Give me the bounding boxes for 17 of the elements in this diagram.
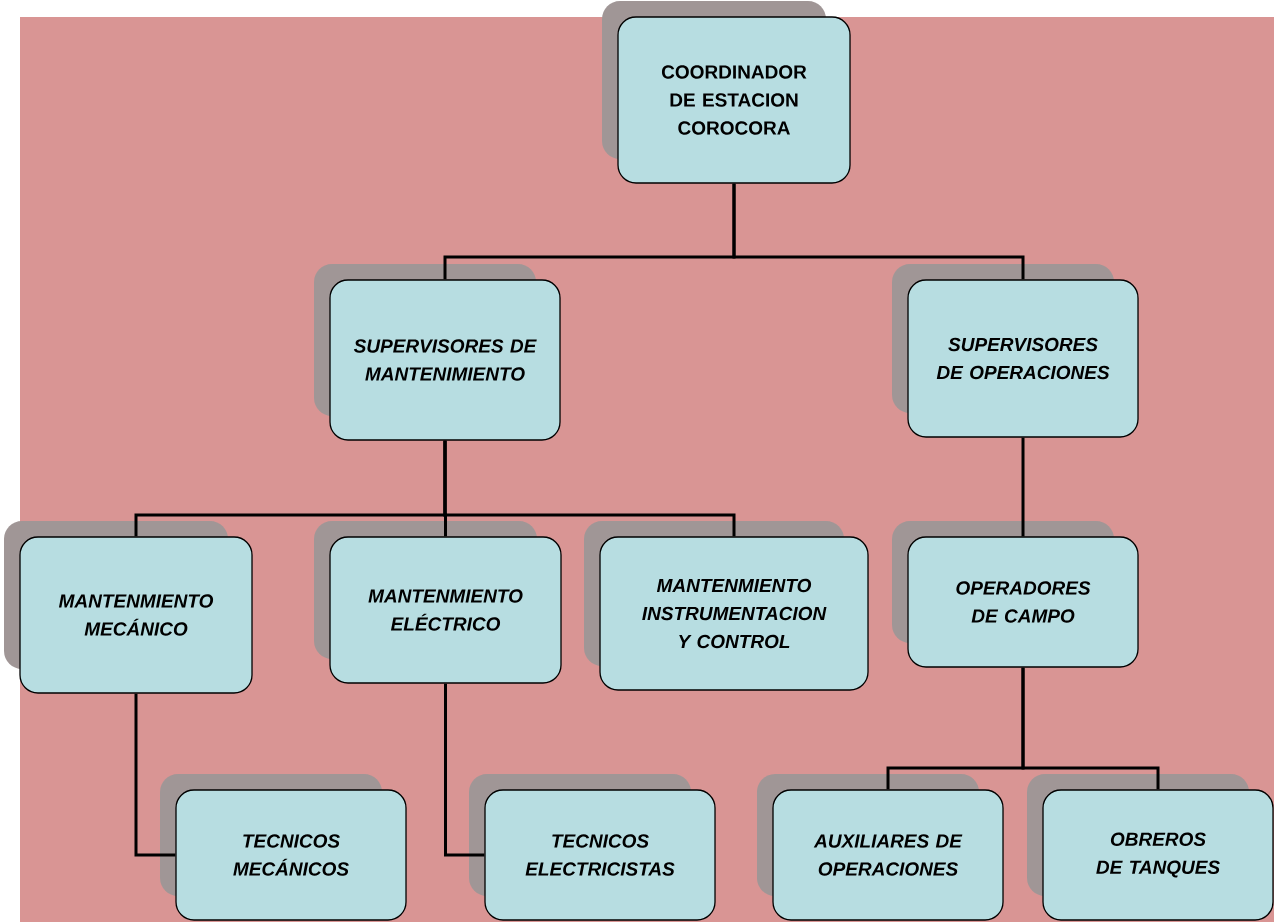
connector-line — [732, 183, 1025, 280]
org-box: OPERADORES DE CAMPO — [892, 521, 1139, 668]
connector-line — [444, 683, 485, 857]
org-box: COORDINADOR DE ESTACION COROCORA — [602, 1, 851, 184]
org-box: MANTENMIENTO MECÁNICO — [4, 521, 253, 694]
org-box: SUPERVISORES DE OPERACIONES — [892, 264, 1139, 438]
org-box: SUPERVISORES DE MANTENIMIENTO — [314, 264, 561, 441]
org-box: OBREROS DE TANQUES — [1027, 774, 1274, 921]
org-box: TECNICOS ELECTRICISTAS — [469, 774, 716, 921]
connector-line — [1021, 667, 1160, 790]
connector-line — [1021, 437, 1025, 537]
connector-line — [443, 440, 736, 537]
org-box: MANTENMIENTO ELÉCTRICO — [314, 521, 562, 684]
org-box: TECNICOS MECÁNICOS — [160, 774, 407, 921]
org-box: MANTENMIENTO INSTRUMENTACION Y CONTROL — [584, 521, 869, 691]
org-box: AUXILIARES DE OPERACIONES — [757, 774, 1004, 921]
connector-line — [134, 693, 176, 857]
